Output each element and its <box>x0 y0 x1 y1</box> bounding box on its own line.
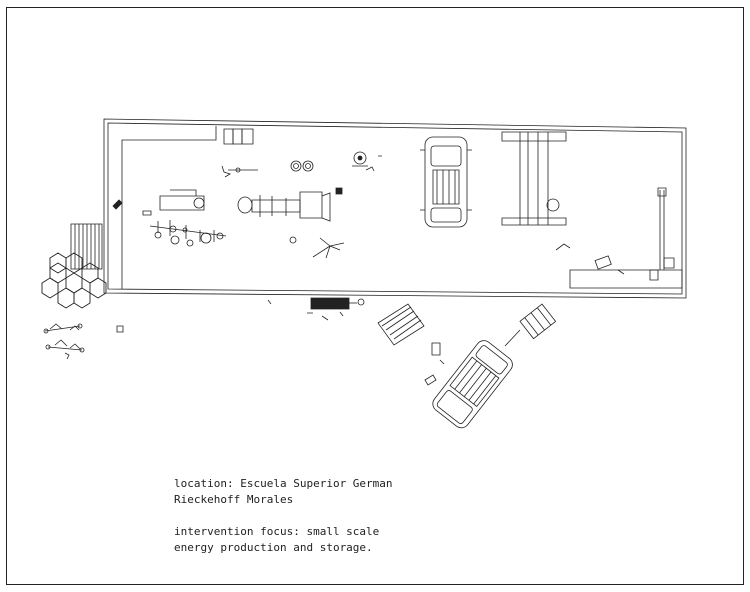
pallet <box>378 304 424 345</box>
machinery-left <box>113 166 258 246</box>
tripod-stand <box>313 238 344 258</box>
hex-solar-array <box>42 253 106 308</box>
storage-bench <box>556 188 682 288</box>
room-walls <box>104 119 686 298</box>
crates <box>224 129 253 144</box>
vehicle-inside <box>420 137 472 227</box>
drawing-sheet-frame <box>6 7 744 585</box>
machinery-center <box>238 161 342 243</box>
intervention-focus-text: intervention focus: small scale energy p… <box>174 525 380 554</box>
scooters <box>44 324 123 359</box>
battery-pack <box>268 298 364 320</box>
location-text: location: Escuela Superior German Riecke… <box>174 477 393 506</box>
frame-table <box>502 132 566 225</box>
round-fixture <box>352 152 382 171</box>
wood-deck <box>71 224 102 269</box>
vehicle-with-trailer <box>425 304 556 431</box>
project-caption: location: Escuela Superior German Riecke… <box>174 476 394 572</box>
